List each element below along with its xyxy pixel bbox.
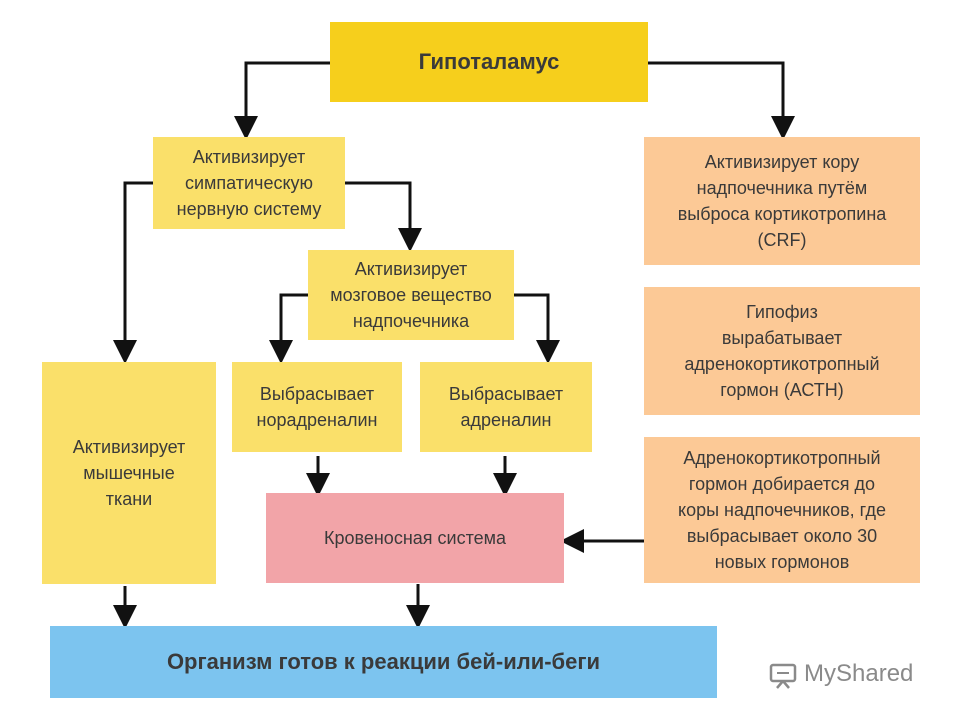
blood-system-box: Кровеносная система bbox=[266, 493, 564, 583]
arrow-medulla-to-noradrenaline bbox=[269, 293, 308, 364]
arrow-sympathetic-to-muscle bbox=[113, 181, 153, 364]
noradrenaline-label: Выбрасывает норадреналин bbox=[256, 383, 378, 430]
adrenaline-label: Выбрасывает адреналин bbox=[448, 383, 564, 430]
watermark-text: MyShared bbox=[804, 660, 914, 687]
arrow-sympathetic-to-medulla bbox=[345, 181, 422, 252]
noradrenaline-box: Выбрасывает норадреналин bbox=[232, 362, 402, 452]
sympathetic-box: Активизирует симпатическую нервную систе… bbox=[153, 137, 345, 229]
presentation-board-icon bbox=[769, 663, 797, 689]
muscle-label: Активизирует мышечные ткани bbox=[72, 436, 186, 510]
hypothalamus-box: Гипоталамус bbox=[330, 22, 648, 102]
acth-travel-label: Адренокортикотропный гормон добирается д… bbox=[678, 447, 886, 573]
result-label: Организм готов к реакции бей-или-беги bbox=[166, 649, 601, 675]
acth-travel-box: Адренокортикотропный гормон добирается д… bbox=[644, 437, 920, 583]
sympathetic-label: Активизирует симпатическую нервную систе… bbox=[176, 146, 322, 220]
adrenaline-box: Выбрасывает адреналин bbox=[420, 362, 592, 452]
adrenal-medulla-label: Активизирует мозговое вещество надпочечн… bbox=[330, 258, 492, 332]
pituitary-label: Гипофиз вырабатывает адренокортикотропны… bbox=[684, 301, 880, 401]
result-box: Организм готов к реакции бей-или-беги bbox=[50, 626, 717, 698]
arrow-medulla-to-adrenaline bbox=[514, 293, 560, 364]
arrow-hypothalamus-to-sympathetic bbox=[234, 61, 330, 140]
watermark: MyShared bbox=[768, 654, 913, 694]
adrenal-medulla-box: Активизирует мозговое вещество надпочечн… bbox=[308, 250, 514, 340]
pituitary-box: Гипофиз вырабатывает адренокортикотропны… bbox=[644, 287, 920, 415]
adrenal-cortex-box: Активизирует кору надпочечника путём выб… bbox=[644, 137, 920, 265]
blood-system-label: Кровеносная система bbox=[323, 527, 507, 548]
muscle-box: Активизирует мышечные ткани bbox=[42, 362, 216, 584]
adrenal-cortex-label: Активизирует кору надпочечника путём выб… bbox=[677, 151, 887, 251]
arrow-hypothalamus-to-cortex bbox=[648, 61, 795, 140]
hypothalamus-label: Гипоталамус bbox=[418, 49, 560, 75]
